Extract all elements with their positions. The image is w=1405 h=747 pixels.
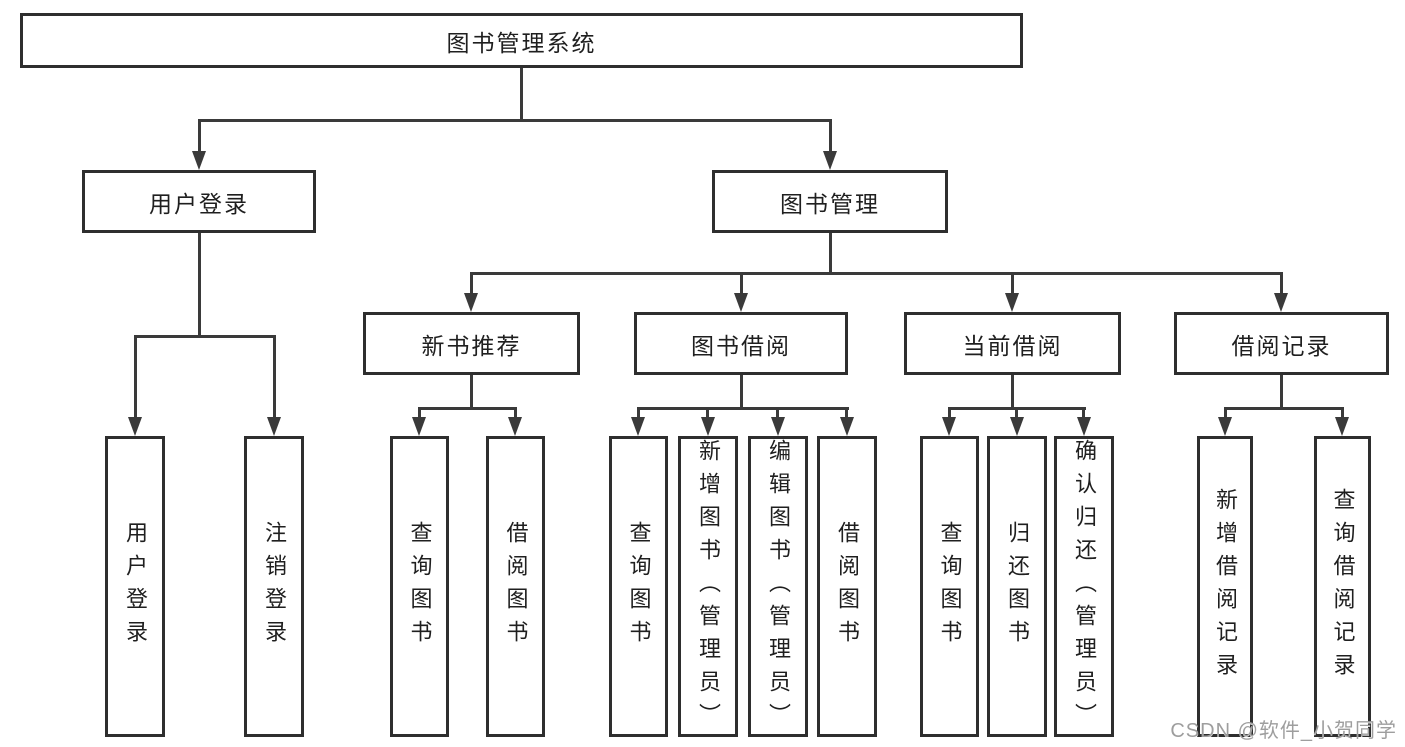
connector-line bbox=[198, 233, 201, 337]
connector-line bbox=[134, 335, 276, 338]
connector-line bbox=[273, 335, 276, 418]
connector-line bbox=[1011, 272, 1014, 295]
connector-line bbox=[1341, 407, 1344, 418]
leaf-borrow-book-a: 借阅图书 bbox=[486, 436, 545, 737]
connector-line bbox=[1280, 375, 1283, 409]
leaf-user-login: 用户登录 bbox=[105, 436, 165, 737]
node-book-mgmt: 图书管理 bbox=[712, 170, 948, 233]
connector-line bbox=[1224, 407, 1344, 410]
connector-line bbox=[418, 407, 517, 410]
arrow-down-icon bbox=[734, 293, 748, 312]
node-new-book-rec: 新书推荐 bbox=[363, 312, 580, 375]
connector-line bbox=[1082, 407, 1085, 418]
arrow-down-icon bbox=[412, 417, 426, 436]
node-current-borrow: 当前借阅 bbox=[904, 312, 1121, 375]
arrow-down-icon bbox=[1218, 417, 1232, 436]
connector-line bbox=[1280, 272, 1283, 295]
connector-line bbox=[198, 119, 832, 122]
connector-line bbox=[1015, 407, 1018, 418]
connector-line bbox=[1224, 407, 1227, 418]
arrow-down-icon bbox=[840, 417, 854, 436]
connector-line bbox=[740, 272, 743, 295]
leaf-logout: 注销登录 bbox=[244, 436, 304, 737]
leaf-query-record: 查询借阅记录 bbox=[1314, 436, 1371, 737]
arrow-down-icon bbox=[771, 417, 785, 436]
connector-line bbox=[776, 407, 779, 418]
connector-line bbox=[829, 119, 832, 152]
arrow-down-icon bbox=[1335, 417, 1349, 436]
leaf-add-record: 新增借阅记录 bbox=[1197, 436, 1253, 737]
leaf-query-book-c: 查询图书 bbox=[920, 436, 979, 737]
arrow-down-icon bbox=[508, 417, 522, 436]
node-user-login: 用户登录 bbox=[82, 170, 316, 233]
node-book-borrow: 图书借阅 bbox=[634, 312, 848, 375]
leaf-query-book-b: 查询图书 bbox=[609, 436, 668, 737]
arrow-down-icon bbox=[1274, 293, 1288, 312]
leaf-borrow-book-b: 借阅图书 bbox=[817, 436, 877, 737]
arrow-down-icon bbox=[192, 151, 206, 170]
connector-line bbox=[470, 375, 473, 409]
connector-line bbox=[198, 119, 201, 152]
leaf-add-book: 新增图书（管理员） bbox=[678, 436, 738, 737]
connector-line bbox=[470, 272, 1283, 275]
leaf-confirm-return: 确认归还（管理员） bbox=[1054, 436, 1114, 737]
leaf-return-book: 归还图书 bbox=[987, 436, 1047, 737]
connector-line bbox=[845, 407, 848, 418]
connector-line bbox=[740, 375, 743, 409]
connector-line bbox=[637, 407, 640, 418]
leaf-query-book-a: 查询图书 bbox=[390, 436, 449, 737]
connector-line bbox=[706, 407, 709, 418]
arrow-down-icon bbox=[631, 417, 645, 436]
csdn-watermark: CSDN @软件_小贺同学 bbox=[1170, 720, 1397, 742]
connector-line bbox=[637, 407, 849, 410]
connector-line bbox=[514, 407, 517, 418]
leaf-edit-book: 编辑图书（管理员） bbox=[748, 436, 808, 737]
connector-line bbox=[829, 233, 832, 275]
arrow-down-icon bbox=[823, 151, 837, 170]
arrow-down-icon bbox=[701, 417, 715, 436]
node-root: 图书管理系统 bbox=[20, 13, 1023, 68]
connector-line bbox=[520, 68, 523, 121]
connector-line bbox=[1011, 375, 1014, 409]
connector-line bbox=[134, 335, 137, 418]
arrow-down-icon bbox=[1010, 417, 1024, 436]
connector-line bbox=[470, 272, 473, 295]
arrow-down-icon bbox=[1077, 417, 1091, 436]
arrow-down-icon bbox=[1005, 293, 1019, 312]
arrow-down-icon bbox=[128, 417, 142, 436]
arrow-down-icon bbox=[464, 293, 478, 312]
arrow-down-icon bbox=[267, 417, 281, 436]
connector-line bbox=[418, 407, 421, 418]
connector-line bbox=[948, 407, 951, 418]
node-borrow-record: 借阅记录 bbox=[1174, 312, 1389, 375]
arrow-down-icon bbox=[942, 417, 956, 436]
